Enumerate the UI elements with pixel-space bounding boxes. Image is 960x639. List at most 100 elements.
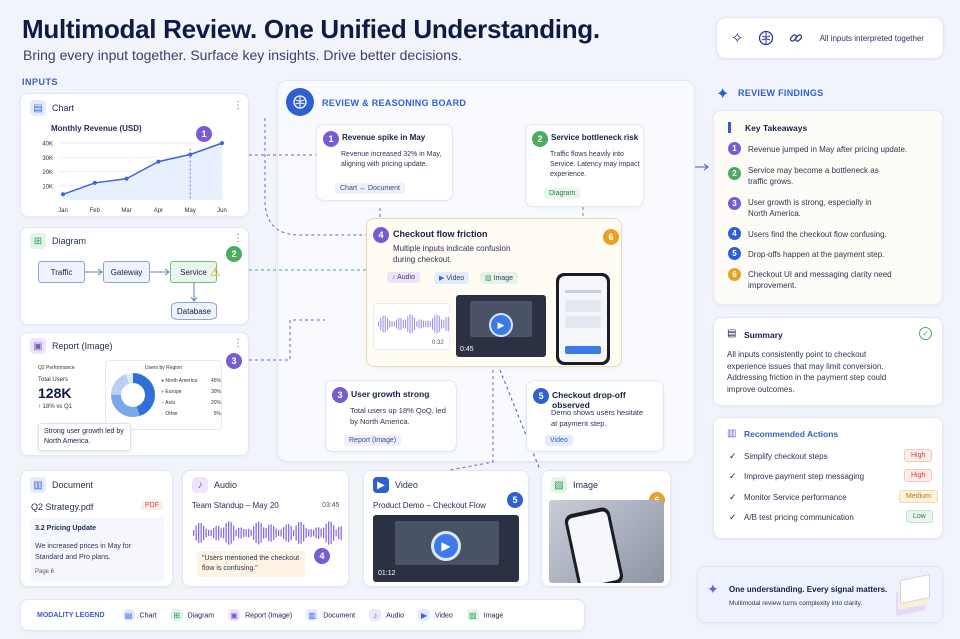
video-title: Product Demo – Checkout Flow	[373, 501, 486, 510]
waveform-bar	[333, 525, 335, 541]
audio-clip-panel[interactable]: 0:32	[373, 303, 450, 350]
waveform-bar	[200, 523, 202, 543]
waveform-bar	[265, 528, 267, 538]
waveform-bar	[391, 321, 393, 327]
document-icon: ▥	[30, 477, 46, 493]
report-total-value: 128K	[38, 385, 72, 401]
legend-title: MODALITY LEGEND	[37, 611, 105, 619]
waveform-bar	[280, 529, 282, 537]
video-player[interactable]: ▶ 01:12	[373, 515, 519, 582]
play-button[interactable]: ▶	[489, 313, 513, 337]
waveform-bar	[215, 525, 217, 541]
page-subtitle: Bring every input together. Surface key …	[23, 47, 462, 63]
insight-text: Revenue increased 32% in May, aligning w…	[341, 151, 442, 168]
more-icon[interactable]: ⋮	[233, 338, 243, 349]
summary-title: Summary	[744, 330, 783, 340]
legend-item-audio: ♪Audio	[369, 609, 404, 621]
waveform-bar	[315, 527, 317, 539]
image-input-card[interactable]: ▨ Image 6	[541, 470, 671, 587]
waveform-bar	[248, 528, 250, 538]
more-icon[interactable]: ⋮	[233, 233, 243, 244]
page-title: Multimodal Review. One Unified Understan…	[22, 14, 600, 44]
waveform-bar	[195, 525, 197, 541]
waveform-bar	[293, 529, 295, 537]
audio-waveform[interactable]	[192, 521, 342, 545]
actions-title: Recommended Actions	[744, 429, 839, 439]
waveform-bar	[445, 317, 447, 331]
diagram-input-card[interactable]: ⊞ Diagram ⋮ Traffic Gateway Service ⚠ Da…	[20, 227, 249, 325]
insight-number: 1	[323, 131, 339, 147]
waveform-bar	[258, 521, 260, 545]
takeaways-title: Key Takeaways	[745, 123, 808, 133]
priority-badge-high: High	[904, 449, 933, 462]
legend-item-video: ▶Video	[418, 609, 453, 621]
insight-text: Total users up 18% QoQ, led by North Ame…	[350, 406, 446, 426]
recommended-actions-card: ▥ Recommended Actions ✓ Simplify checkou…	[713, 417, 943, 539]
waveform-bar	[255, 522, 257, 544]
legend-item-image: ▨Image	[466, 609, 503, 621]
waveform-bar	[308, 529, 310, 537]
footer-text: Multimodal review turns complexity into …	[729, 600, 863, 607]
waveform-bar	[243, 528, 245, 538]
chart-area	[63, 143, 222, 200]
waveform-bar	[335, 529, 337, 537]
waveform-bar	[398, 318, 400, 330]
waveform-bar	[378, 321, 380, 327]
priority-badge-high: High	[904, 469, 933, 482]
check-icon: ✓	[729, 471, 737, 481]
waveform-bar	[303, 524, 305, 542]
sparkle-icon: ✦	[716, 86, 730, 103]
x-tick-label: Jan	[58, 208, 68, 214]
waveform-bar	[298, 522, 300, 544]
audio-input-card[interactable]: ♪ Audio Team Standup – May 20 03:45 "Use…	[182, 470, 349, 587]
priority-badge-low: Low	[906, 510, 933, 523]
waveform-bar	[380, 317, 382, 331]
diagram-node-gateway: Gateway	[103, 261, 150, 283]
chart-icon: ▤	[30, 100, 46, 116]
report-card-label: Report (Image)	[52, 341, 113, 351]
waveform-bar	[283, 526, 285, 540]
document-card-label: Document	[52, 480, 94, 490]
takeaway-num: 1	[728, 142, 741, 155]
waveform-bar	[288, 523, 290, 543]
waveform-bar	[285, 524, 287, 542]
diagram-icon: ⊞	[30, 233, 46, 249]
report-perf-title: Q2 Performance	[38, 365, 75, 371]
document-input-card[interactable]: ▥ Document Q2 Strategy.pdf PDF 3.2 Prici…	[20, 470, 173, 587]
image-icon: ▨	[551, 477, 567, 493]
video-icon: ▶	[373, 477, 389, 493]
x-tick-label: Feb	[90, 208, 101, 214]
video-clip-panel[interactable]: ▶ 0:45	[456, 295, 546, 357]
x-tick-label: Apr	[154, 208, 163, 214]
action-text: Improve payment step messaging	[744, 472, 865, 481]
insight-title: Revenue spike in May	[342, 133, 426, 142]
insight-card-checkout-dropoff[interactable]: 5 Checkout drop-off observed Demo shows …	[526, 380, 664, 452]
insight-card-service-bottleneck[interactable]: 2 Service bottleneck risk Traffic flows …	[525, 124, 644, 207]
insight-card-revenue-spike[interactable]: 1 Revenue spike in May Revenue increased…	[316, 124, 453, 201]
document-preview	[30, 518, 164, 582]
inputs-section-label: INPUTS	[22, 77, 59, 87]
waveform-bar	[420, 319, 422, 329]
audio-icon: ♪	[192, 477, 208, 493]
waveform-bar	[323, 527, 325, 539]
video-input-card[interactable]: ▶ Video 5 Product Demo – Checkout Flow ▶…	[363, 470, 529, 587]
play-button[interactable]: ▶	[431, 531, 461, 561]
more-icon[interactable]: ⋮	[233, 100, 243, 111]
check-icon: ✓	[729, 512, 737, 522]
chart-title: Monthly Revenue (USD)	[51, 124, 142, 133]
chart-marker-1: 1	[196, 126, 212, 142]
waveform-bar	[290, 525, 292, 541]
y-tick-label: 20K	[42, 170, 53, 176]
x-tick-label: May	[185, 208, 196, 214]
insight-tag: Chart ↔ Document	[335, 183, 405, 194]
waveform-bar	[238, 527, 240, 539]
insight-card-checkout-friction[interactable]: 4 6 Checkout flow friction Multiple inpu…	[366, 218, 622, 367]
video-marker-5: 5	[507, 492, 523, 508]
insight-card-user-growth[interactable]: 3 User growth strong Total users up 18% …	[325, 380, 457, 452]
takeaway-text: Revenue jumped in May after pricing upda…	[748, 145, 908, 154]
data-point	[156, 159, 161, 164]
waveform-bar	[275, 528, 277, 538]
report-input-card[interactable]: ▣ Report (Image) ⋮ 3 Q2 Performance Tota…	[20, 332, 249, 456]
audio-title: Team Standup – May 20	[192, 501, 279, 510]
